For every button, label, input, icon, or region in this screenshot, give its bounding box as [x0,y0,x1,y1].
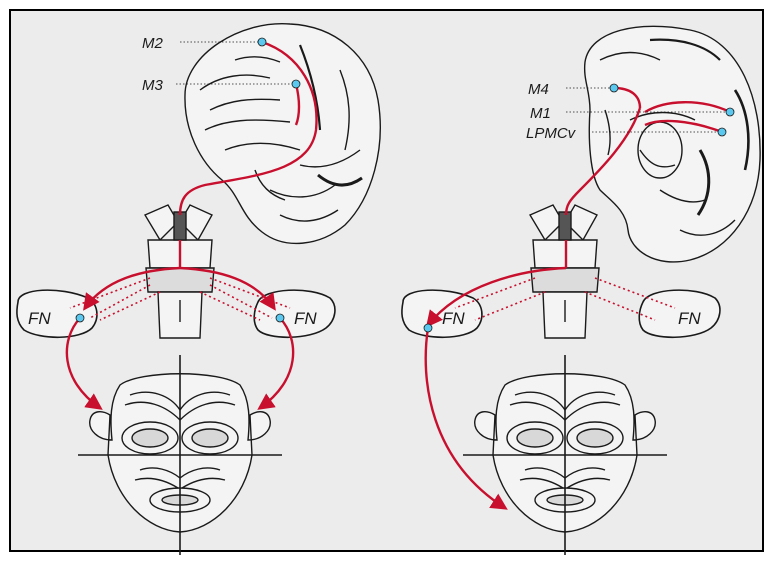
left-fn-site-2 [276,314,284,322]
left-fn-site-1 [76,314,84,322]
right-cortical-site-m1 [726,108,734,116]
label-m3: M3 [142,77,163,94]
right-cortical-site-lpmcv [718,128,726,136]
left-cortical-site-m3 [292,80,300,88]
label-lpmcv: LPMCv [526,125,577,142]
left-fn-label-1: FN [28,309,51,328]
right-fn-label-2: FN [678,309,701,328]
label-m2: M2 [142,35,163,52]
label-m1: M1 [530,105,551,122]
label-m4: M4 [528,81,549,98]
left-fn-label-2: FN [294,309,317,328]
right-fn-site [424,324,432,332]
right-fn-label-1: FN [442,309,465,328]
left-cortical-site-m2 [258,38,266,46]
right-cortical-site-m4 [610,84,618,92]
